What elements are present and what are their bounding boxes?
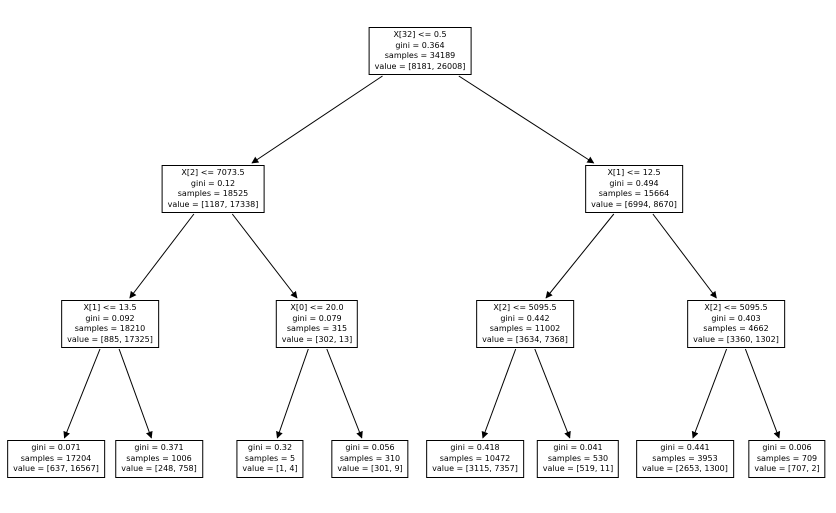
node-text-line: gini = 0.12 bbox=[190, 178, 236, 188]
node-text-line: samples = 315 bbox=[286, 324, 348, 333]
tree-edge-4-10 bbox=[326, 348, 363, 439]
node-text-line: gini = 0.056 bbox=[345, 443, 395, 452]
node-text-line: value = [302, 13] bbox=[281, 334, 353, 344]
node-text-line: value = [1, 4] bbox=[242, 464, 298, 473]
tree-edge-4-9 bbox=[276, 348, 309, 439]
node-text-line: value = [1187, 17338] bbox=[167, 199, 259, 209]
node-text-line: value = [885, 17325] bbox=[67, 334, 153, 344]
node-text-line: X[1] <= 13.5 bbox=[83, 303, 137, 312]
node-text-line: samples = 3953 bbox=[652, 453, 718, 463]
node-text-line: value = [3634, 7368] bbox=[482, 334, 568, 344]
tree-edge-1-4 bbox=[231, 213, 298, 299]
node-text-line: gini = 0.041 bbox=[553, 443, 603, 452]
node-text-line: value = [248, 758] bbox=[121, 464, 197, 473]
node-text-line: value = [519, 11] bbox=[542, 464, 614, 473]
node-text-line: samples = 310 bbox=[339, 453, 401, 463]
tree-edge-3-7 bbox=[63, 348, 101, 439]
node-text-line: gini = 0.092 bbox=[85, 313, 135, 323]
node-text-line: samples = 17204 bbox=[20, 453, 92, 463]
node-text-line: gini = 0.494 bbox=[609, 178, 659, 188]
node-text-line: samples = 530 bbox=[547, 453, 609, 463]
tree-edge-0-2 bbox=[458, 75, 595, 164]
node-text-line: gini = 0.364 bbox=[395, 40, 445, 50]
node-text-line: samples = 18210 bbox=[74, 324, 146, 333]
node-text-line: gini = 0.441 bbox=[660, 443, 710, 452]
tree-edge-3-8 bbox=[118, 348, 153, 439]
tree-edge-6-14 bbox=[744, 348, 781, 439]
node-text-line: samples = 5 bbox=[244, 453, 296, 463]
tree-edge-0-1 bbox=[251, 75, 383, 164]
tree-edge-1-3 bbox=[129, 213, 195, 299]
node-text-line: gini = 0.006 bbox=[762, 443, 812, 452]
node-text-line: value = [3360, 1302] bbox=[693, 334, 779, 344]
node-text-line: samples = 709 bbox=[756, 453, 818, 463]
node-text-line: X[1] <= 12.5 bbox=[607, 168, 661, 177]
node-text-line: gini = 0.442 bbox=[500, 313, 550, 323]
tree-edges bbox=[63, 75, 781, 439]
node-text-line: samples = 1006 bbox=[126, 453, 192, 463]
node-text-line: gini = 0.403 bbox=[711, 313, 761, 323]
node-text-line: samples = 10472 bbox=[439, 453, 511, 463]
node-text-line: value = [637, 16567] bbox=[13, 464, 99, 473]
node-text-line: samples = 18525 bbox=[177, 189, 249, 198]
node-text-line: gini = 0.418 bbox=[450, 443, 500, 452]
node-text-line: samples = 15664 bbox=[598, 189, 670, 198]
node-text-line: X[2] <= 5095.5 bbox=[493, 303, 557, 312]
node-text-line: X[0] <= 20.0 bbox=[290, 303, 344, 312]
tree-edge-6-13 bbox=[691, 348, 728, 439]
tree-edge-2-5 bbox=[545, 213, 615, 299]
node-text-line: X[32] <= 0.5 bbox=[393, 30, 447, 39]
node-text-line: samples = 34189 bbox=[384, 51, 456, 60]
node-text-line: gini = 0.32 bbox=[247, 443, 293, 452]
node-text-line: value = [2653, 1300] bbox=[642, 464, 728, 473]
node-text-line: samples = 4662 bbox=[703, 324, 769, 333]
node-text-line: value = [3115, 7357] bbox=[432, 464, 518, 473]
node-text-line: value = [301, 9] bbox=[337, 464, 403, 473]
node-text-line: gini = 0.079 bbox=[292, 313, 342, 323]
node-text-line: gini = 0.071 bbox=[31, 443, 81, 452]
node-text-line: gini = 0.371 bbox=[134, 443, 184, 452]
tree-edge-5-12 bbox=[534, 348, 571, 439]
node-text-line: X[2] <= 5095.5 bbox=[704, 303, 768, 312]
node-text-line: X[2] <= 7073.5 bbox=[181, 168, 245, 177]
node-text-line: value = [8181, 26008] bbox=[374, 61, 466, 71]
tree-edge-5-11 bbox=[481, 348, 517, 439]
tree-edge-2-6 bbox=[652, 213, 717, 299]
node-text-line: value = [6994, 8670] bbox=[591, 199, 677, 209]
node-text-line: value = [707, 2] bbox=[754, 464, 820, 473]
node-text-line: samples = 11002 bbox=[489, 324, 561, 333]
